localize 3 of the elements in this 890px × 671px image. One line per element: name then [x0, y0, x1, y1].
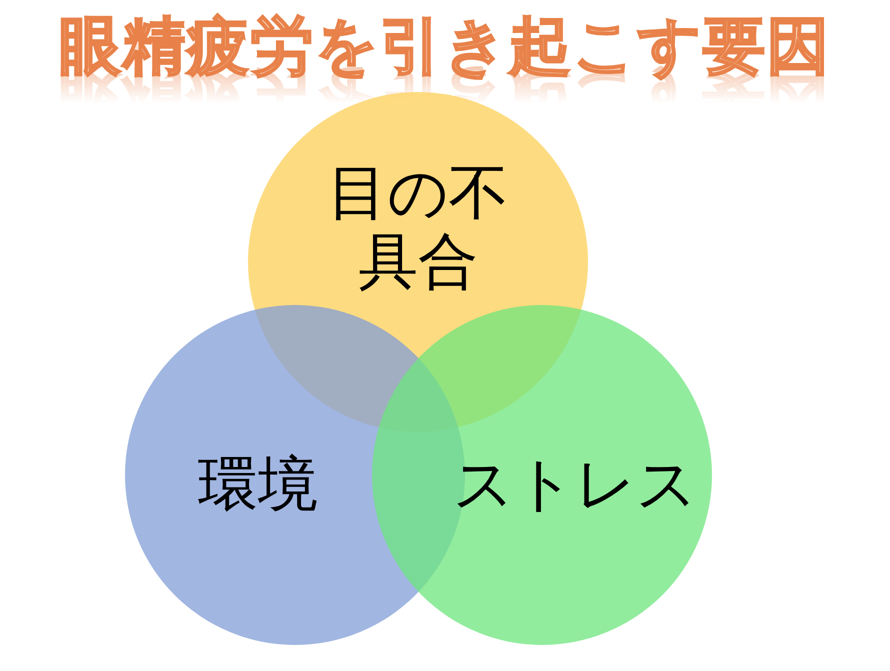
- circle-label: 目の不具合: [326, 159, 510, 297]
- circle-label: ストレス: [452, 450, 698, 520]
- circle-label: 環境: [197, 450, 319, 520]
